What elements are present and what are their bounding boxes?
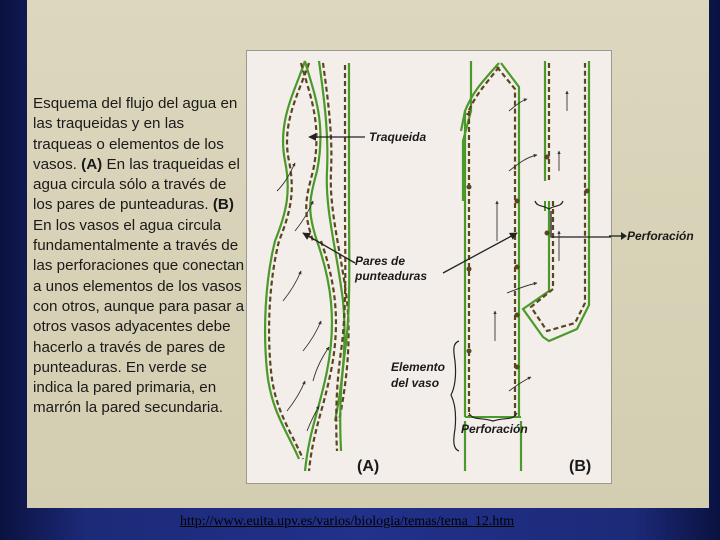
caption-text: Esquema del flujo del agua en las traque… [33,94,247,419]
label-pares-line1: Pares de [355,254,405,268]
label-pares-line2: punteaduras [354,269,427,283]
label-perforacion-bottom: Perforación [461,422,528,436]
tracheid-flow-arrows [276,162,330,432]
pares-pointers: Pares de punteaduras [302,232,518,283]
label-traqueida: Traqueida [369,130,426,144]
panel-a-label: (A) [357,458,379,475]
label-elemento-line1: Elemento [391,360,445,374]
label-elemento-line2: del vaso [391,376,439,390]
tracheid-middle [303,60,350,472]
vessel-left [459,61,523,471]
caption-a-label: (A) [81,155,103,173]
vessel-pits [466,154,590,370]
perforacion-bottom-label: Perforación [461,412,528,436]
source-link[interactable]: http://www.euita.upv.es/varios/biologia/… [180,514,515,529]
traqueida-pointer: Traqueida [308,130,426,144]
tracheid-right [335,63,351,452]
xylem-diagram-svg: Traqueida Pares de punteaduras Elemento … [263,60,611,475]
perforation-bracket-top [534,200,564,210]
label-perforacion-right: Perforación [627,229,694,243]
caption-part3: En los vasos el agua circula fundamental… [33,216,245,417]
perforacion-right-pointer [550,211,611,238]
panel-b-label: (B) [569,458,591,475]
tracheid-left [263,60,322,460]
caption-part1: Esquema del flujo del agua en las traque… [33,95,238,173]
caption-part2: En las traqueidas el agua circula sólo a… [33,155,240,214]
vessel-right [521,61,591,343]
caption-b-label: (B) [212,196,234,214]
xylem-diagram: Traqueida Pares de punteaduras Elemento … [246,50,612,484]
vessel-flow-arrows [493,90,569,392]
perforacion-right-arrow [609,232,627,240]
elemento-label: Elemento del vaso [391,340,460,452]
